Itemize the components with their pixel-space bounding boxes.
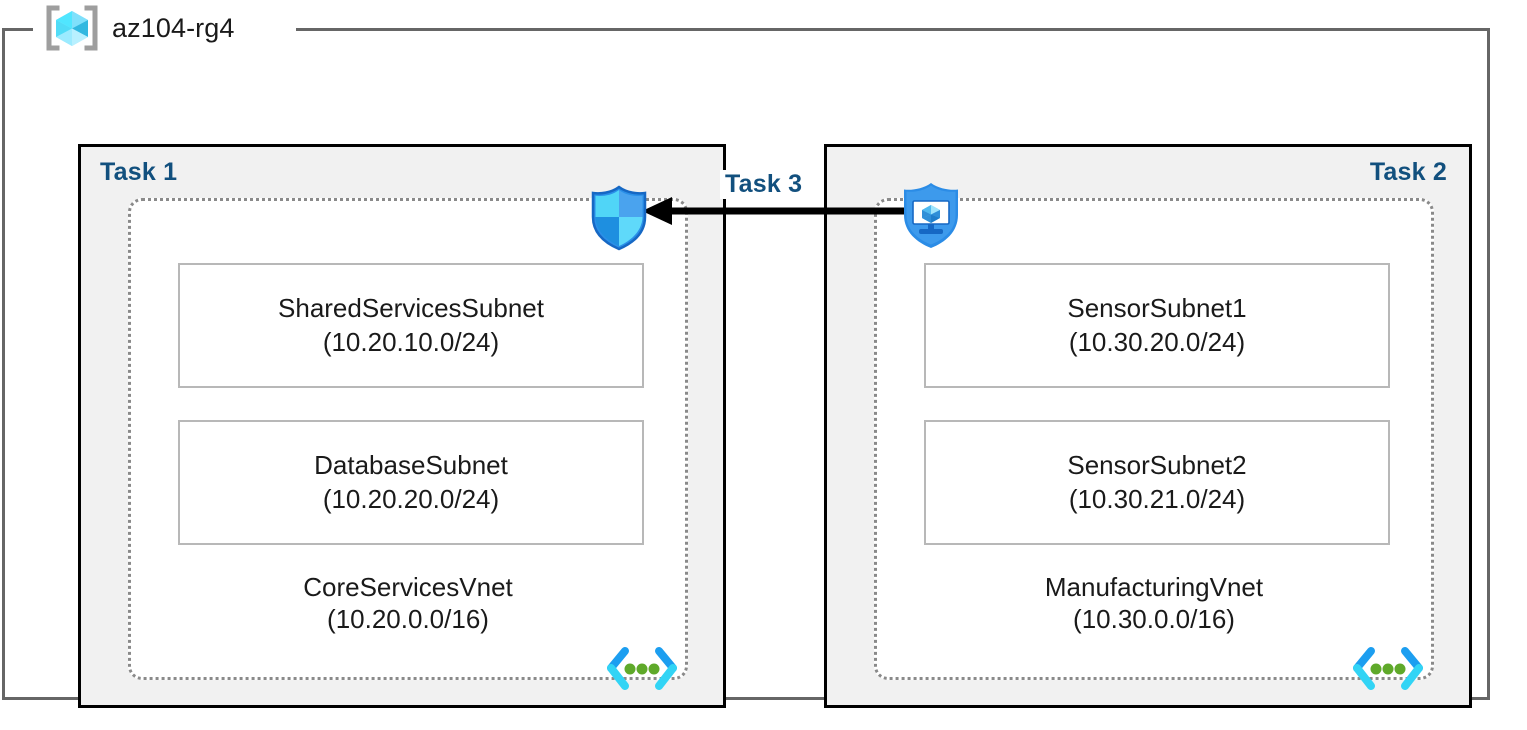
network-security-shield-icon: [591, 185, 647, 251]
task-3-connector-arrow: [642, 197, 921, 225]
resource-group-title-block: az104-rg4: [40, 4, 239, 52]
vnet-label-block: CoreServicesVnet (10.20.0.0/16): [131, 571, 685, 635]
subnet-cidr: (10.30.20.0/24): [1068, 326, 1246, 357]
task-1-label: Task 1: [100, 158, 178, 186]
subnet-name: SensorSubnet1: [1067, 292, 1247, 323]
task-3-label: Task 3: [720, 170, 808, 199]
vnet-cidr: (10.20.0.0/16): [327, 604, 489, 635]
subnet-cidr: (10.20.20.0/24): [322, 483, 500, 514]
container-border-left: [2, 28, 5, 700]
container-border-top-right: [296, 28, 1490, 31]
virtual-network-icon: [607, 647, 677, 690]
subnet-cidr: (10.30.21.0/24): [1068, 483, 1246, 514]
task-2-label: Task 2: [1369, 158, 1447, 186]
vnet-label-block: ManufacturingVnet (10.30.0.0/16): [877, 571, 1431, 635]
subnet-sensor-1: SensorSubnet1 (10.30.20.0/24): [924, 263, 1390, 388]
subnet-database: DatabaseSubnet (10.20.20.0/24): [178, 420, 644, 545]
subnet-name: DatabaseSubnet: [314, 449, 508, 480]
azure-bastion-icon: [904, 183, 958, 248]
container-border-bottom: [2, 697, 1490, 700]
vnet-cidr: (10.30.0.0/16): [1073, 604, 1235, 635]
subnet-sensor-2: SensorSubnet2 (10.30.21.0/24): [924, 420, 1390, 545]
subnet-name: SharedServicesSubnet: [278, 292, 544, 323]
resource-group-title: az104-rg4: [112, 12, 235, 43]
vnet-name: ManufacturingVnet: [1044, 572, 1264, 602]
subnet-shared-services: SharedServicesSubnet (10.20.10.0/24): [178, 263, 644, 388]
azure-resource-group-icon: [46, 5, 98, 51]
container-border-right: [1487, 28, 1490, 700]
subnet-name: SensorSubnet2: [1067, 449, 1247, 480]
subnet-cidr: (10.20.10.0/24): [322, 326, 500, 357]
container-border-top-left: [2, 28, 33, 31]
vnet-manufacturing: SensorSubnet1 (10.30.20.0/24) SensorSubn…: [874, 198, 1434, 690]
virtual-network-icon: [1353, 647, 1423, 690]
vnet-core-services: SharedServicesSubnet (10.20.10.0/24) Dat…: [128, 198, 688, 690]
vnet-name: CoreServicesVnet: [303, 572, 513, 602]
resource-group-container: az104-rg4 Task 1 SharedServicesSubnet (1…: [2, 4, 1490, 708]
